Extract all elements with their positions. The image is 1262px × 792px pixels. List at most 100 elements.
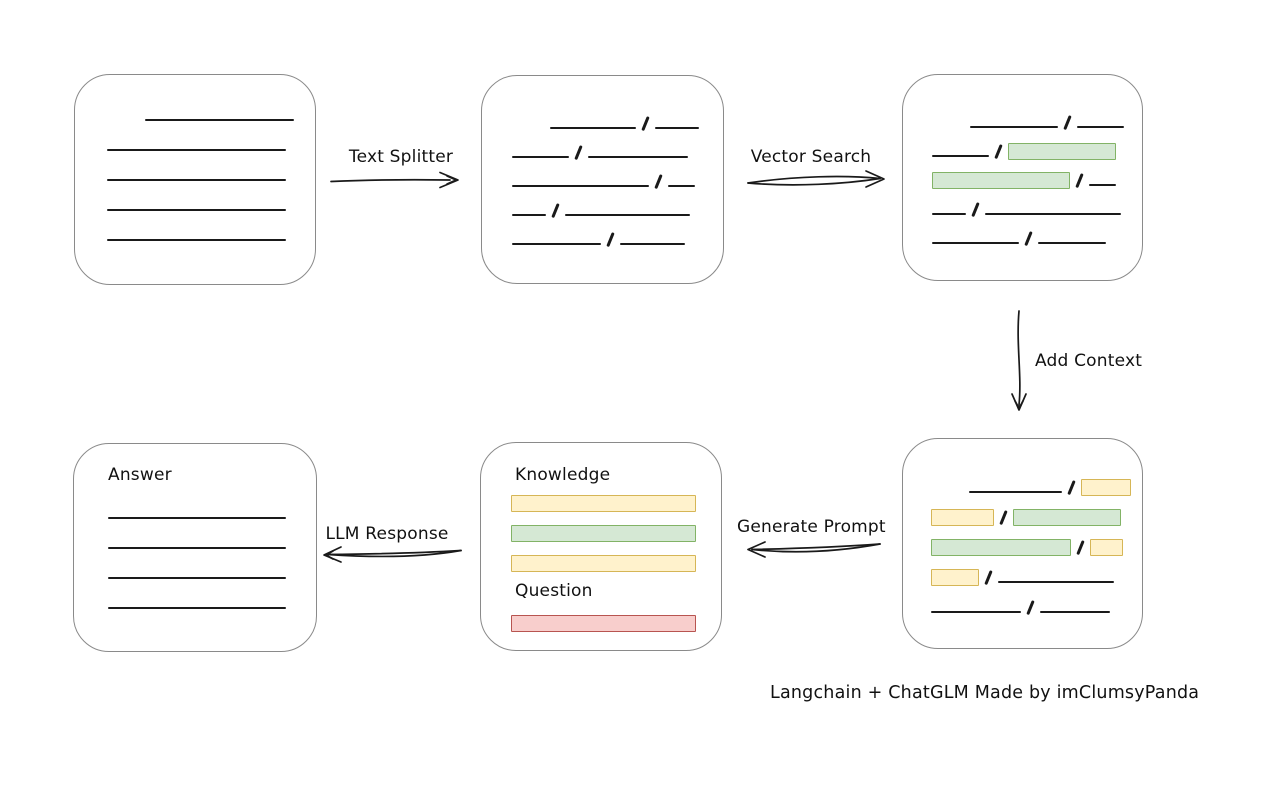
chunk-separator-slash: [1067, 480, 1076, 495]
prompt-box: Knowledge Question: [480, 442, 722, 651]
green-highlight-chip: [1007, 143, 1116, 160]
answer-box: Answer: [73, 443, 317, 652]
text-line: [107, 149, 286, 151]
text-line: [931, 611, 1021, 613]
text-row: [108, 522, 286, 552]
text-row: [107, 124, 294, 154]
text-row: [511, 542, 696, 572]
knowledge-label: Knowledge: [515, 465, 611, 485]
text-line: [564, 214, 690, 216]
text-line: [997, 581, 1114, 583]
document-lines: [107, 94, 294, 244]
text-line: [932, 213, 966, 215]
chunk-separator-slash: [606, 232, 615, 247]
text-row: [107, 184, 294, 214]
text-row: [512, 161, 699, 190]
text-row: [512, 132, 699, 161]
text-row: [108, 582, 286, 612]
text-row: [107, 154, 294, 184]
chunk-separator-slash: [574, 145, 583, 160]
text-row: [931, 466, 1131, 496]
red-highlight-chip: [511, 615, 696, 632]
text-line: [145, 119, 294, 121]
chunk-separator-slash: [551, 203, 560, 218]
text-line: [512, 214, 546, 216]
chunk-separator-slash: [999, 510, 1008, 525]
text-line: [1076, 126, 1124, 128]
chunk-separator-slash: [994, 144, 1003, 159]
question-label: Question: [515, 581, 593, 601]
question-bar: [511, 602, 696, 632]
indent-space: [107, 123, 137, 124]
text-line: [108, 577, 286, 579]
text-row: [108, 552, 286, 582]
text-row: [932, 218, 1124, 247]
chunk-separator-slash: [1076, 540, 1085, 555]
green-highlight-chip: [511, 525, 696, 542]
text-line: [969, 491, 1062, 493]
yellow-highlight-chip: [931, 569, 979, 586]
text-line: [932, 242, 1019, 244]
yellow-highlight-chip: [511, 555, 696, 572]
vector-search-label: Vector Search: [750, 147, 872, 167]
text-row: [107, 94, 294, 124]
diagram-caption: Langchain + ChatGLM Made by imClumsyPand…: [770, 683, 1200, 703]
text-row: [512, 190, 699, 219]
text-line: [587, 156, 688, 158]
chunk-separator-slash: [1026, 600, 1035, 615]
chunk-separator-slash: [984, 570, 993, 585]
text-row: [931, 556, 1131, 586]
chunk-separator-slash: [971, 202, 980, 217]
text-row: [931, 586, 1131, 616]
green-highlight-chip: [932, 172, 1070, 189]
text-line: [1088, 184, 1116, 186]
indent-space: [931, 495, 961, 496]
vector-search-result-box: [902, 74, 1143, 281]
retrieved-chunk-lines: [932, 102, 1124, 247]
context-chunk-lines: [931, 466, 1131, 616]
text-line: [1039, 611, 1110, 613]
split-chunks-box: [481, 75, 724, 284]
text-line: [984, 213, 1121, 215]
chunk-separator-slash: [1024, 231, 1033, 246]
text-line: [107, 209, 286, 211]
text-line: [512, 185, 649, 187]
text-row: [932, 160, 1124, 189]
text-row: [511, 602, 696, 632]
llm-response-arrow: [323, 546, 462, 563]
generate-prompt-arrow: [747, 541, 881, 558]
text-row: [107, 214, 294, 244]
text-row: [931, 526, 1131, 556]
text-line: [108, 607, 286, 609]
text-row: [932, 102, 1124, 131]
chunk-separator-slash: [641, 116, 650, 131]
yellow-highlight-chip: [1089, 539, 1123, 556]
text-splitter-arrow: [330, 171, 459, 189]
text-row: [511, 482, 696, 512]
green-highlight-chip: [1012, 509, 1121, 526]
text-line: [667, 185, 695, 187]
text-line: [512, 156, 569, 158]
text-line: [970, 126, 1058, 128]
text-row: [512, 103, 699, 132]
text-row: [511, 512, 696, 542]
answer-lines: [108, 492, 286, 612]
text-row: [932, 189, 1124, 218]
llm-response-label: LLM Response: [325, 524, 449, 544]
answer-label: Answer: [108, 465, 172, 485]
add-context-arrow: [1011, 310, 1027, 411]
context-box: [902, 438, 1143, 649]
text-row: [932, 131, 1124, 160]
document-box: [74, 74, 316, 285]
text-line: [108, 547, 286, 549]
chunk-lines: [512, 103, 699, 248]
chunk-separator-slash: [1075, 173, 1084, 188]
text-splitter-label: Text Splitter: [348, 147, 454, 167]
text-line: [654, 127, 699, 129]
yellow-highlight-chip: [931, 509, 994, 526]
text-line: [108, 517, 286, 519]
indent-space: [512, 131, 542, 132]
generate-prompt-label: Generate Prompt: [737, 517, 886, 537]
text-line: [512, 243, 601, 245]
text-line: [550, 127, 636, 129]
